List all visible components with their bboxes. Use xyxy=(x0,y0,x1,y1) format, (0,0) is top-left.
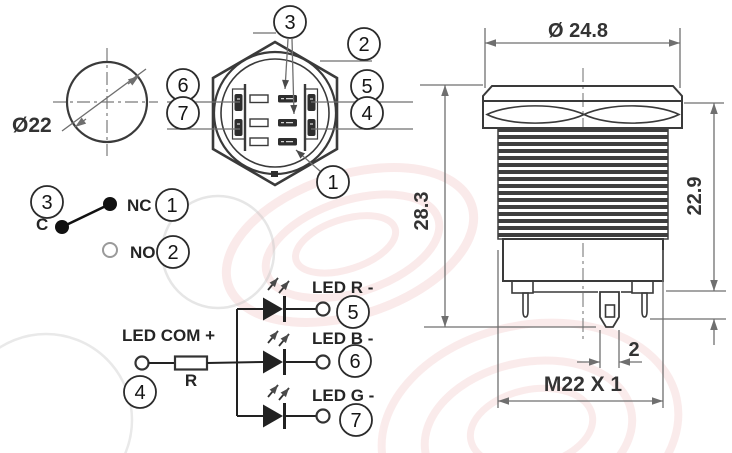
rear-inner-circle xyxy=(220,58,330,168)
callout-led-r: 5 xyxy=(336,295,370,329)
resistor xyxy=(173,355,209,371)
callout-3: 3 xyxy=(273,5,307,39)
led-r-terminal xyxy=(315,301,331,317)
led-r-label: LED R - xyxy=(312,278,373,297)
callout-4: 4 xyxy=(350,96,384,130)
callout-led-g: 7 xyxy=(339,403,373,437)
led-g-terminal xyxy=(315,408,331,424)
svg-text:2: 2 xyxy=(628,339,639,361)
no-contact-circle xyxy=(102,242,118,258)
front-view: Ø22 xyxy=(12,48,158,156)
dim-thread-spec: M22 X 1 xyxy=(497,250,664,408)
svg-text:1: 1 xyxy=(166,195,177,217)
dim-thread-height: 22.9 xyxy=(650,102,726,345)
svg-text:4: 4 xyxy=(361,103,372,125)
led-g-label: LED G - xyxy=(312,386,374,405)
orientation-notch xyxy=(271,171,278,177)
led-com-label: LED COM + xyxy=(122,326,215,345)
svg-text:22.9: 22.9 xyxy=(684,177,706,216)
svg-text:1: 1 xyxy=(327,172,338,194)
hex-nut-outline xyxy=(211,40,339,187)
svg-text:28.3: 28.3 xyxy=(411,192,433,231)
pin-bracket-left xyxy=(231,88,246,140)
led-symbol-blue xyxy=(263,330,331,375)
diameter-arrow-up xyxy=(127,75,140,86)
led-b-terminal xyxy=(315,354,331,370)
led-circuit: LED COM + 4 R LED R - 5 LED B xyxy=(122,277,374,437)
solder-pin-right xyxy=(641,292,648,318)
callout-nc: 1 xyxy=(155,188,189,222)
callout-no: 2 xyxy=(156,235,190,269)
callout-led-com: 4 xyxy=(123,375,157,409)
svg-text:7: 7 xyxy=(177,103,188,125)
rear-view: 3 2 5 4 6 7 1 xyxy=(166,5,413,199)
dim-head-diameter: Ø 24.8 xyxy=(484,20,681,88)
svg-text:2: 2 xyxy=(358,34,369,56)
svg-text:7: 7 xyxy=(350,410,361,432)
dim-post-width: 2 xyxy=(577,330,642,368)
switch-lever xyxy=(61,202,111,229)
led-b-label: LED B - xyxy=(312,329,373,348)
button-face-circle xyxy=(65,60,149,144)
pin-4 xyxy=(307,119,316,136)
leader-3-arrow-mid xyxy=(290,38,298,115)
contact-diagram: 3 C NC 1 NO 2 xyxy=(30,185,190,269)
callout-7: 7 xyxy=(166,96,200,130)
callout-common: 3 xyxy=(30,185,64,219)
base-tab-left xyxy=(511,280,534,294)
svg-text:5: 5 xyxy=(347,302,358,324)
svg-text:6: 6 xyxy=(349,351,360,373)
common-label: C xyxy=(36,215,48,234)
leader-3-arrow-top xyxy=(282,38,290,90)
center-post-hole xyxy=(604,304,616,318)
nc-contact-dot xyxy=(103,197,117,211)
svg-text:M22 X 1: M22 X 1 xyxy=(544,373,623,396)
callout-2: 2 xyxy=(347,27,381,61)
side-view: Ø 24.8 28.3 22.9 2 xyxy=(411,20,726,408)
svg-text:3: 3 xyxy=(284,12,295,34)
dim-total-height: 28.3 xyxy=(411,84,596,328)
pin-7 xyxy=(234,119,243,136)
leader-1-arrow xyxy=(295,149,322,173)
hex-facet-right xyxy=(582,105,681,124)
no-label: NO xyxy=(130,243,156,262)
resistor-label: R xyxy=(185,371,197,390)
terminal-slots xyxy=(249,94,297,147)
led-symbol-red xyxy=(263,277,331,322)
led-symbol-green xyxy=(263,384,331,429)
solder-pin-left xyxy=(522,292,529,318)
hex-facet-left xyxy=(485,105,586,124)
callout-1: 1 xyxy=(316,165,350,199)
svg-text:6: 6 xyxy=(177,75,188,97)
led-com-terminal xyxy=(134,355,150,371)
svg-text:5: 5 xyxy=(361,76,372,98)
front-diameter-label: Ø22 xyxy=(12,114,52,137)
svg-text:3: 3 xyxy=(41,192,52,214)
thread-body xyxy=(497,127,669,240)
callout-6: 6 xyxy=(166,68,200,102)
diameter-arrow-down xyxy=(74,117,87,128)
svg-text:2: 2 xyxy=(167,242,178,264)
svg-text:Ø 24.8: Ø 24.8 xyxy=(548,20,608,42)
pin-bracket-right xyxy=(304,88,319,140)
center-post xyxy=(599,291,620,328)
nc-label: NC xyxy=(127,196,152,215)
callout-led-b: 6 xyxy=(338,344,372,378)
svg-text:4: 4 xyxy=(134,382,145,404)
common-contact-dot xyxy=(55,220,69,234)
base-tab-right xyxy=(631,280,654,294)
